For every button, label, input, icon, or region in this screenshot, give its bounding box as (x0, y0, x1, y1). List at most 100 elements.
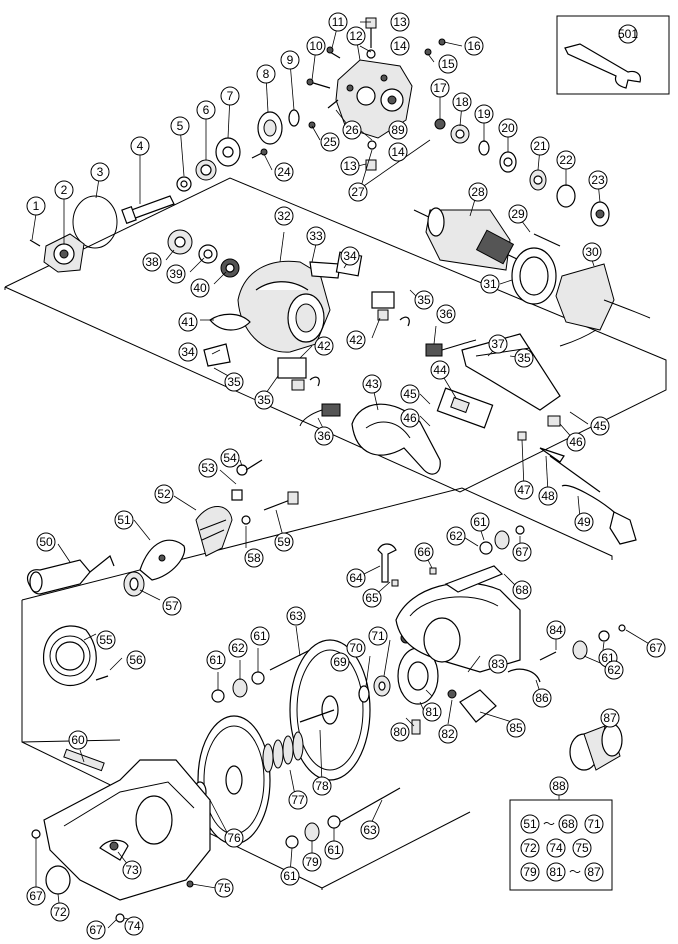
callout-47: 47 (514, 480, 534, 500)
gear-cover-2 (29, 195, 118, 273)
housing-32 (167, 229, 341, 353)
svg-text:40: 40 (193, 281, 207, 295)
svg-text:46: 46 (403, 411, 417, 425)
svg-text:61: 61 (473, 515, 487, 529)
svg-text:72: 72 (53, 905, 67, 919)
svg-text:34: 34 (343, 249, 357, 263)
svg-text:54: 54 (223, 451, 237, 465)
gear-case-12 (335, 59, 413, 139)
callout-32: 32 (274, 206, 294, 226)
svg-text:69: 69 (333, 655, 347, 669)
svg-text:7: 7 (227, 89, 234, 103)
svg-text:79: 79 (305, 855, 319, 869)
callout-25: 25 (320, 132, 340, 152)
callout-57: 57 (162, 596, 182, 616)
svg-text:82: 82 (441, 727, 455, 741)
svg-text:57: 57 (165, 599, 179, 613)
callout-35b: 35 (514, 348, 534, 368)
svg-text:77: 77 (291, 793, 305, 807)
svg-text:22: 22 (559, 153, 573, 167)
svg-text:19: 19 (477, 107, 491, 121)
svg-text:9: 9 (287, 53, 294, 67)
callout-52: 52 (154, 484, 174, 504)
svg-text:49: 49 (577, 515, 591, 529)
svg-text:501: 501 (618, 27, 638, 41)
kit-item-72: 72 (520, 838, 540, 858)
callout-55: 55 (96, 630, 116, 650)
svg-text:35: 35 (517, 351, 531, 365)
svg-text:20: 20 (501, 121, 515, 135)
callout-12: 12 (346, 26, 366, 46)
svg-text:3: 3 (97, 165, 104, 179)
svg-text:21: 21 (533, 139, 547, 153)
svg-text:17: 17 (433, 81, 447, 95)
svg-text:51: 51 (523, 817, 537, 831)
svg-text:61: 61 (327, 843, 341, 857)
callout-66: 66 (414, 542, 434, 562)
callout-21: 21 (530, 136, 550, 156)
svg-text:59: 59 (277, 535, 291, 549)
svg-text:68: 68 (515, 583, 529, 597)
svg-text:44: 44 (433, 363, 447, 377)
callout-8: 8 (256, 64, 276, 84)
callout-33: 33 (306, 226, 326, 246)
svg-text:18: 18 (455, 95, 469, 109)
callout-73: 73 (122, 860, 142, 880)
callout-43: 43 (362, 374, 382, 394)
svg-text:67: 67 (649, 641, 663, 655)
callout-10: 10 (306, 36, 326, 56)
svg-text:27: 27 (351, 185, 365, 199)
svg-text:24: 24 (277, 165, 291, 179)
svg-text:70: 70 (349, 641, 363, 655)
svg-text:35: 35 (227, 375, 241, 389)
callout-58: 58 (244, 548, 264, 568)
part-callouts: 1 2 3 4 5 6 7 8 9 10 11 12 13 14 15 16 1… (26, 12, 666, 940)
callout-40: 40 (190, 278, 210, 298)
callout-70: 70 (346, 638, 366, 658)
callout-42b: 42 (314, 336, 334, 356)
svg-text:72: 72 (523, 841, 537, 855)
svg-text:13: 13 (343, 159, 357, 173)
callout-42a: 42 (346, 330, 366, 350)
callout-81: 81 (422, 702, 442, 722)
callout-501: 501 (618, 24, 638, 44)
callout-38: 38 (142, 252, 162, 272)
svg-text:30: 30 (585, 245, 599, 259)
handle-bracket-51-52 (139, 506, 233, 581)
svg-text:76: 76 (227, 831, 241, 845)
callout-24: 24 (274, 162, 294, 182)
callout-75: 75 (214, 878, 234, 898)
svg-text:62: 62 (231, 641, 245, 655)
callout-69: 69 (330, 652, 350, 672)
callout-6: 6 (196, 100, 216, 120)
callout-61d: 61 (280, 866, 300, 886)
callout-3: 3 (90, 162, 110, 182)
svg-text:23: 23 (591, 173, 605, 187)
callout-36b: 36 (314, 426, 334, 446)
svg-text:65: 65 (365, 591, 379, 605)
pinion-bearing-group (434, 118, 610, 227)
svg-text:48: 48 (541, 489, 555, 503)
callout-64: 64 (346, 568, 366, 588)
callout-34b: 34 (178, 342, 198, 362)
callout-30: 30 (582, 242, 602, 262)
kit-item-75: 75 (572, 838, 592, 858)
callout-18: 18 (452, 92, 472, 112)
svg-text:56: 56 (129, 653, 143, 667)
callout-16: 16 (464, 36, 484, 56)
callout-67d: 67 (86, 920, 106, 940)
wrench-box (556, 15, 670, 95)
callout-67c: 67 (26, 886, 46, 906)
callout-61a: 61 (206, 650, 226, 670)
svg-text:46: 46 (569, 435, 583, 449)
callout-59: 59 (274, 532, 294, 552)
svg-text:16: 16 (467, 39, 481, 53)
svg-text:89: 89 (391, 123, 405, 137)
callout-65: 65 (362, 588, 382, 608)
callout-85: 85 (506, 718, 526, 738)
callout-5: 5 (170, 116, 190, 136)
svg-text:42: 42 (317, 339, 331, 353)
svg-text:88: 88 (552, 779, 566, 793)
small-screws (251, 17, 446, 171)
